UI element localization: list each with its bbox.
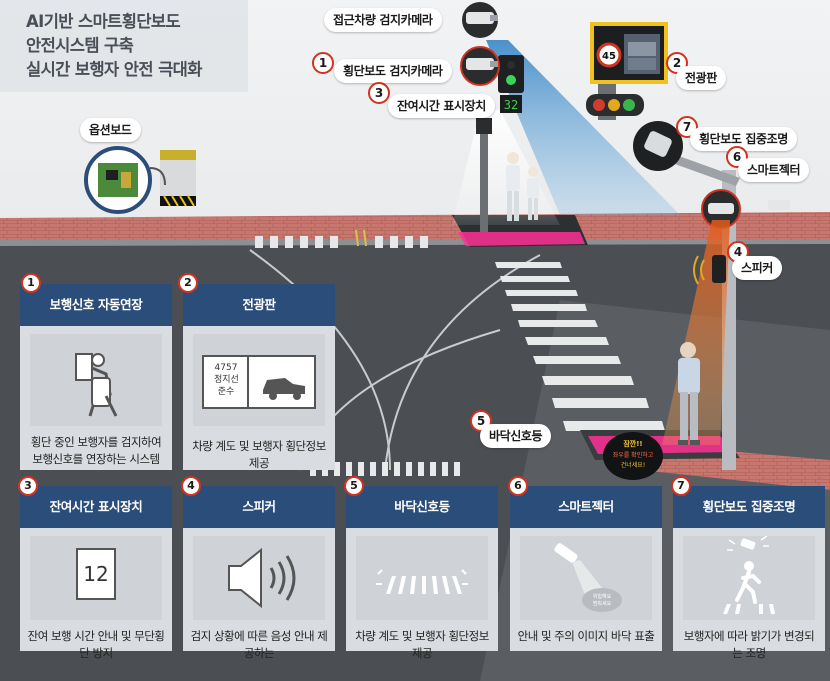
title-block: AI기반 스마트횡단보도 안전시스템 구축 실시간 보행자 안전 극대화 — [0, 0, 248, 92]
countdown-value: 32 — [504, 98, 518, 112]
card-description: 검지 상황에 따른 음성 안내 제공하는 — [190, 629, 328, 660]
card-description: 안내 및 주의 이미지 바닥 표출 — [517, 629, 655, 643]
far-sidewalk — [0, 212, 830, 244]
crossing-camera-icon — [460, 46, 500, 86]
option-board-icon — [84, 146, 196, 214]
lane-markings — [355, 229, 367, 247]
card-number-6: 6 — [508, 476, 528, 496]
card-floor-signal: 바닥신호등 차량 계도 및 보행자 횡단정보 제공 — [346, 486, 498, 660]
svg-text:잠깐!!: 잠깐!! — [623, 439, 642, 448]
title-line-2: 안전시스템 구축 — [26, 36, 134, 55]
card-focus-light: 횡단보도 집중조명 보행자에 따라 밝기가 변경되는 조명 — [673, 486, 825, 660]
card-description: 잔여 보행 시간 안내 및 무단횡단 방지 — [27, 629, 165, 660]
card-description: 차량 계도 및 보행자 횡단정보 제공 — [355, 629, 489, 660]
card-number-5: 5 — [344, 476, 364, 496]
label-smart-projector: 스마트젝터 — [738, 158, 810, 182]
label-crossing-camera: 횡단보도 검지카메라 — [334, 59, 452, 83]
label-floor-signal: 바닥신호등 — [480, 424, 552, 448]
floor-projection: 잠깐!! 좌우를 확인하고 건너세요! — [603, 432, 663, 480]
svg-text:위험해요: 위험해요 — [593, 593, 612, 600]
card-number-4: 4 — [181, 476, 201, 496]
billboard-icon: 45 — [590, 22, 668, 84]
pedestrian-extend-icon — [30, 334, 162, 426]
card-description: 보행자에 따라 밝기가 변경되는 조명 — [683, 629, 815, 660]
label-billboard: 전광판 — [676, 66, 726, 90]
countdown-card-value: 12 — [76, 548, 116, 600]
speaker-icon — [693, 255, 726, 285]
title-line-3: 실시간 보행자 안전 극대화 — [26, 60, 202, 79]
label-remaining-time: 잔여시간 표시장치 — [388, 94, 495, 118]
svg-text:좌우를 확인하고: 좌우를 확인하고 — [613, 451, 654, 459]
card-remaining-time: 잔여시간 표시장치 12 잔여 보행 시간 안내 및 무단횡단 방지 — [20, 486, 172, 660]
billboard-plate: 4757 — [214, 363, 238, 373]
billboard-text: 정지선 준수 — [214, 375, 239, 397]
camera-beam — [486, 40, 680, 215]
card-title: 보행신호 자동연장 — [20, 284, 172, 326]
card-title: 잔여시간 표시장치 — [20, 486, 172, 528]
card-pedestrian-extend: 보행신호 자동연장 횡단 중인 보행자를 검지하여 보행신호를 연장하는 시스템 — [20, 284, 172, 470]
svg-text:멈춰세요: 멈춰세요 — [593, 600, 612, 607]
card-title: 스마트젝터 — [510, 486, 662, 528]
title-line-1: AI기반 스마트횡단보도 — [26, 12, 181, 31]
floor-signal-card-icon — [356, 536, 488, 620]
label-focus-light: 횡단보도 집중조명 — [690, 127, 797, 151]
far-pole — [480, 130, 488, 232]
card-number-2: 2 — [178, 273, 198, 293]
approach-camera-icon — [462, 2, 498, 38]
focus-light-card-icon — [683, 536, 815, 620]
scene-number-3: 3 — [368, 82, 390, 104]
projector-card-icon: 위험해요 멈춰세요 — [520, 536, 652, 620]
card-number-3: 3 — [18, 476, 38, 496]
speaker-card-icon — [193, 536, 325, 620]
scene-number-1: 1 — [312, 52, 334, 74]
smart-projector-icon — [701, 189, 790, 229]
card-title: 스피커 — [183, 486, 335, 528]
card-title: 바닥신호등 — [346, 486, 498, 528]
billboard-card-icon: 4757 정지선 준수 — [193, 334, 325, 426]
traffic-light-icon — [586, 94, 644, 116]
label-speaker: 스피커 — [732, 256, 782, 280]
card-speaker: 스피커 검지 상황에 따른 음성 안내 제공하는 — [183, 486, 335, 660]
crosswalk-top — [255, 236, 428, 248]
card-number-1: 1 — [21, 273, 41, 293]
card-number-7: 7 — [671, 476, 691, 496]
pedestrians-far — [506, 152, 539, 221]
crosswalk-main — [495, 262, 665, 431]
svg-text:건너세요!: 건너세요! — [621, 461, 646, 469]
label-option-board: 옵션보드 — [80, 118, 141, 142]
focus-light-icon — [633, 121, 683, 171]
card-billboard: 전광판 4757 정지선 준수 차량 계도 및 보행자 횡단정보 제공 — [183, 284, 335, 470]
card-title: 전광판 — [183, 284, 335, 326]
elderly-pedestrian — [678, 342, 700, 445]
card-title: 횡단보도 집중조명 — [673, 486, 825, 528]
speed-limit-value: 45 — [602, 51, 616, 62]
card-description: 차량 계도 및 보행자 횡단정보 제공 — [192, 439, 326, 470]
countdown-icon: 12 — [30, 536, 162, 620]
label-approach-camera: 접근차량 검지카메라 — [324, 8, 442, 32]
card-description: 횡단 중인 보행자를 검지하여 보행신호를 연장하는 시스템 — [30, 435, 162, 466]
countdown-display — [500, 95, 522, 113]
card-smart-projector: 스마트젝터 위험해요 멈춰세요 안내 및 주의 이미지 바닥 표출 — [510, 486, 662, 651]
